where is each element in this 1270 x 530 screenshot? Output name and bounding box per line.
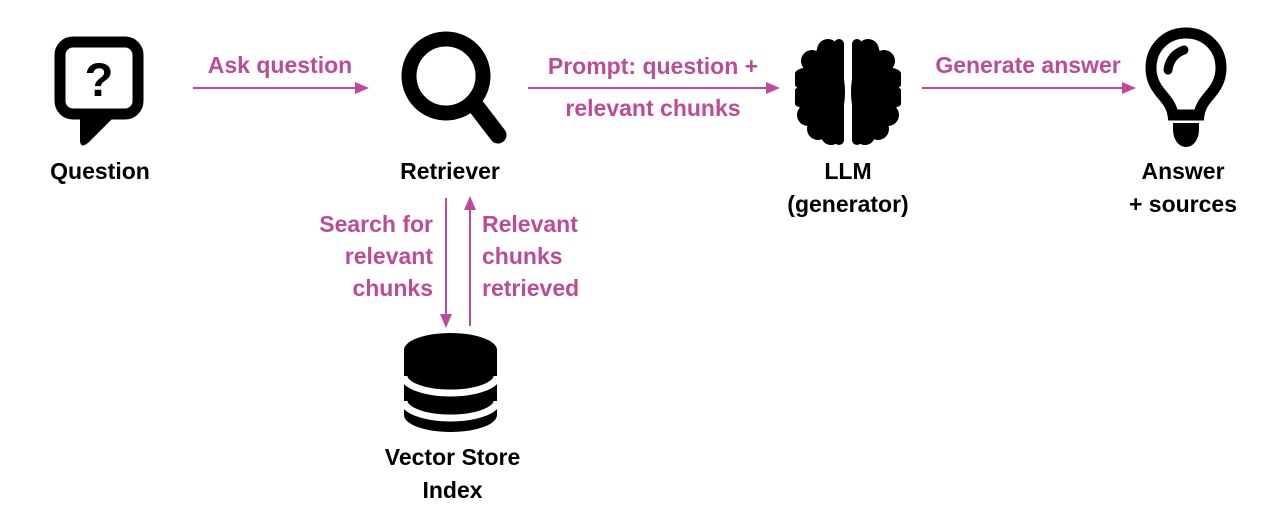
question-node-label: Question [50, 158, 150, 184]
search-chunks-arrow [445, 198, 447, 326]
llm-node-label-line1: LLM [824, 158, 872, 184]
generate-answer-arrow [922, 87, 1134, 89]
database-icon [402, 333, 499, 432]
search-chunks-label-line3: chunks [352, 275, 433, 301]
magnifying-glass-icon [401, 31, 507, 144]
chunks-retrieved-label-line2: chunks [482, 243, 563, 269]
search-chunks-label-line2: relevant [344, 243, 433, 269]
search-chunks-label-line1: Search for [319, 211, 433, 237]
brain-icon [795, 39, 901, 145]
ask-question-arrow [193, 87, 367, 89]
chunks-retrieved-label-line1: Relevant [482, 211, 578, 237]
chunks-retrieved-edge-label: Relevant chunks retrieved [482, 208, 632, 304]
llm-node-label-line2: (generator) [787, 191, 909, 217]
search-chunks-edge-label: Search for relevant chunks [293, 208, 433, 304]
vector-store-node-label: Vector Store Index [375, 441, 530, 507]
llm-node-label: LLM (generator) [778, 155, 918, 221]
vector-store-label-line1: Vector Store [384, 444, 521, 470]
svg-text:?: ? [85, 53, 114, 106]
answer-node-label-line2: + sources [1128, 191, 1238, 217]
prompt-edge-label-line2: relevant chunks [565, 95, 741, 121]
vector-store-label-line2: Index [422, 477, 483, 503]
answer-node-label: Answer + sources [1113, 155, 1253, 221]
question-speech-bubble-icon: ? [54, 36, 144, 146]
answer-node-label-line1: Answer [1141, 158, 1225, 184]
generate-answer-edge-label: Generate answer [935, 52, 1121, 78]
prompt-arrow [528, 87, 778, 89]
ask-question-edge-label: Ask question [207, 52, 353, 78]
retriever-node-label: Retriever [400, 158, 500, 184]
prompt-edge-label-line1: Prompt: question + [547, 53, 759, 79]
chunks-retrieved-arrow [469, 198, 471, 326]
chunks-retrieved-label-line3: retrieved [482, 275, 580, 301]
lightbulb-icon [1145, 27, 1227, 147]
